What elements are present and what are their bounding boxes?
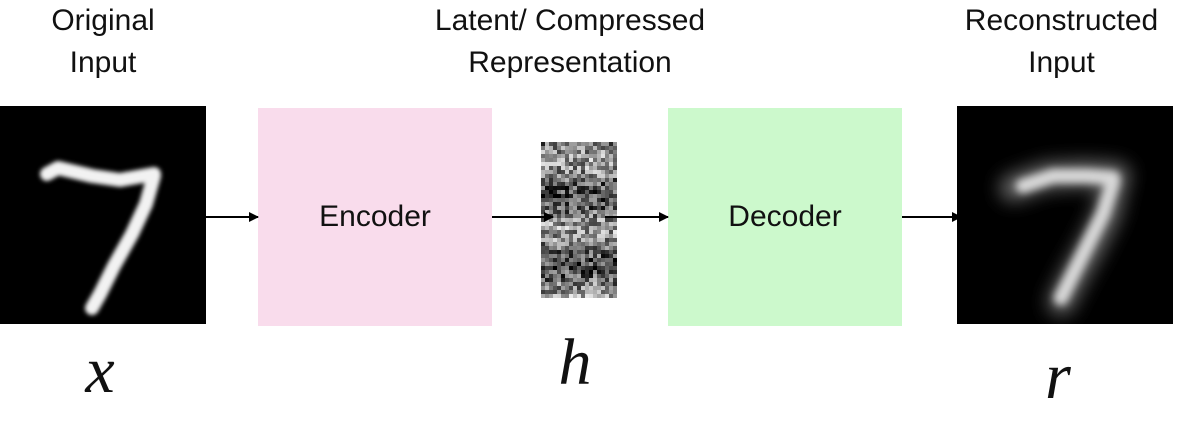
latent-caption: Latent/ Compressed Representation — [380, 0, 760, 84]
encoder-label: Encoder — [319, 200, 431, 233]
reconstructed-input-caption-line2: Input — [1028, 46, 1095, 79]
original-input-caption-line2: Input — [69, 46, 137, 79]
original-digit-image — [0, 106, 206, 324]
reconstructed-input-caption-line1: Reconstructed — [964, 4, 1159, 37]
original-input-caption-line1: Original — [51, 4, 155, 37]
latent-caption-line1: Latent/ Compressed — [434, 4, 706, 37]
decoder-box: Decoder — [668, 108, 902, 326]
input-symbol: x — [85, 334, 115, 407]
original-input-caption: Original Input — [0, 0, 206, 84]
latent-symbol: h — [558, 326, 592, 399]
latent-caption-line2: Representation — [468, 46, 672, 79]
reconstructed-digit-image — [957, 106, 1173, 324]
reconstructed-input-caption: Reconstructed Input — [940, 0, 1183, 84]
output-symbol: r — [1045, 340, 1071, 413]
decoder-label: Decoder — [728, 200, 842, 233]
encoder-box: Encoder — [258, 108, 492, 326]
